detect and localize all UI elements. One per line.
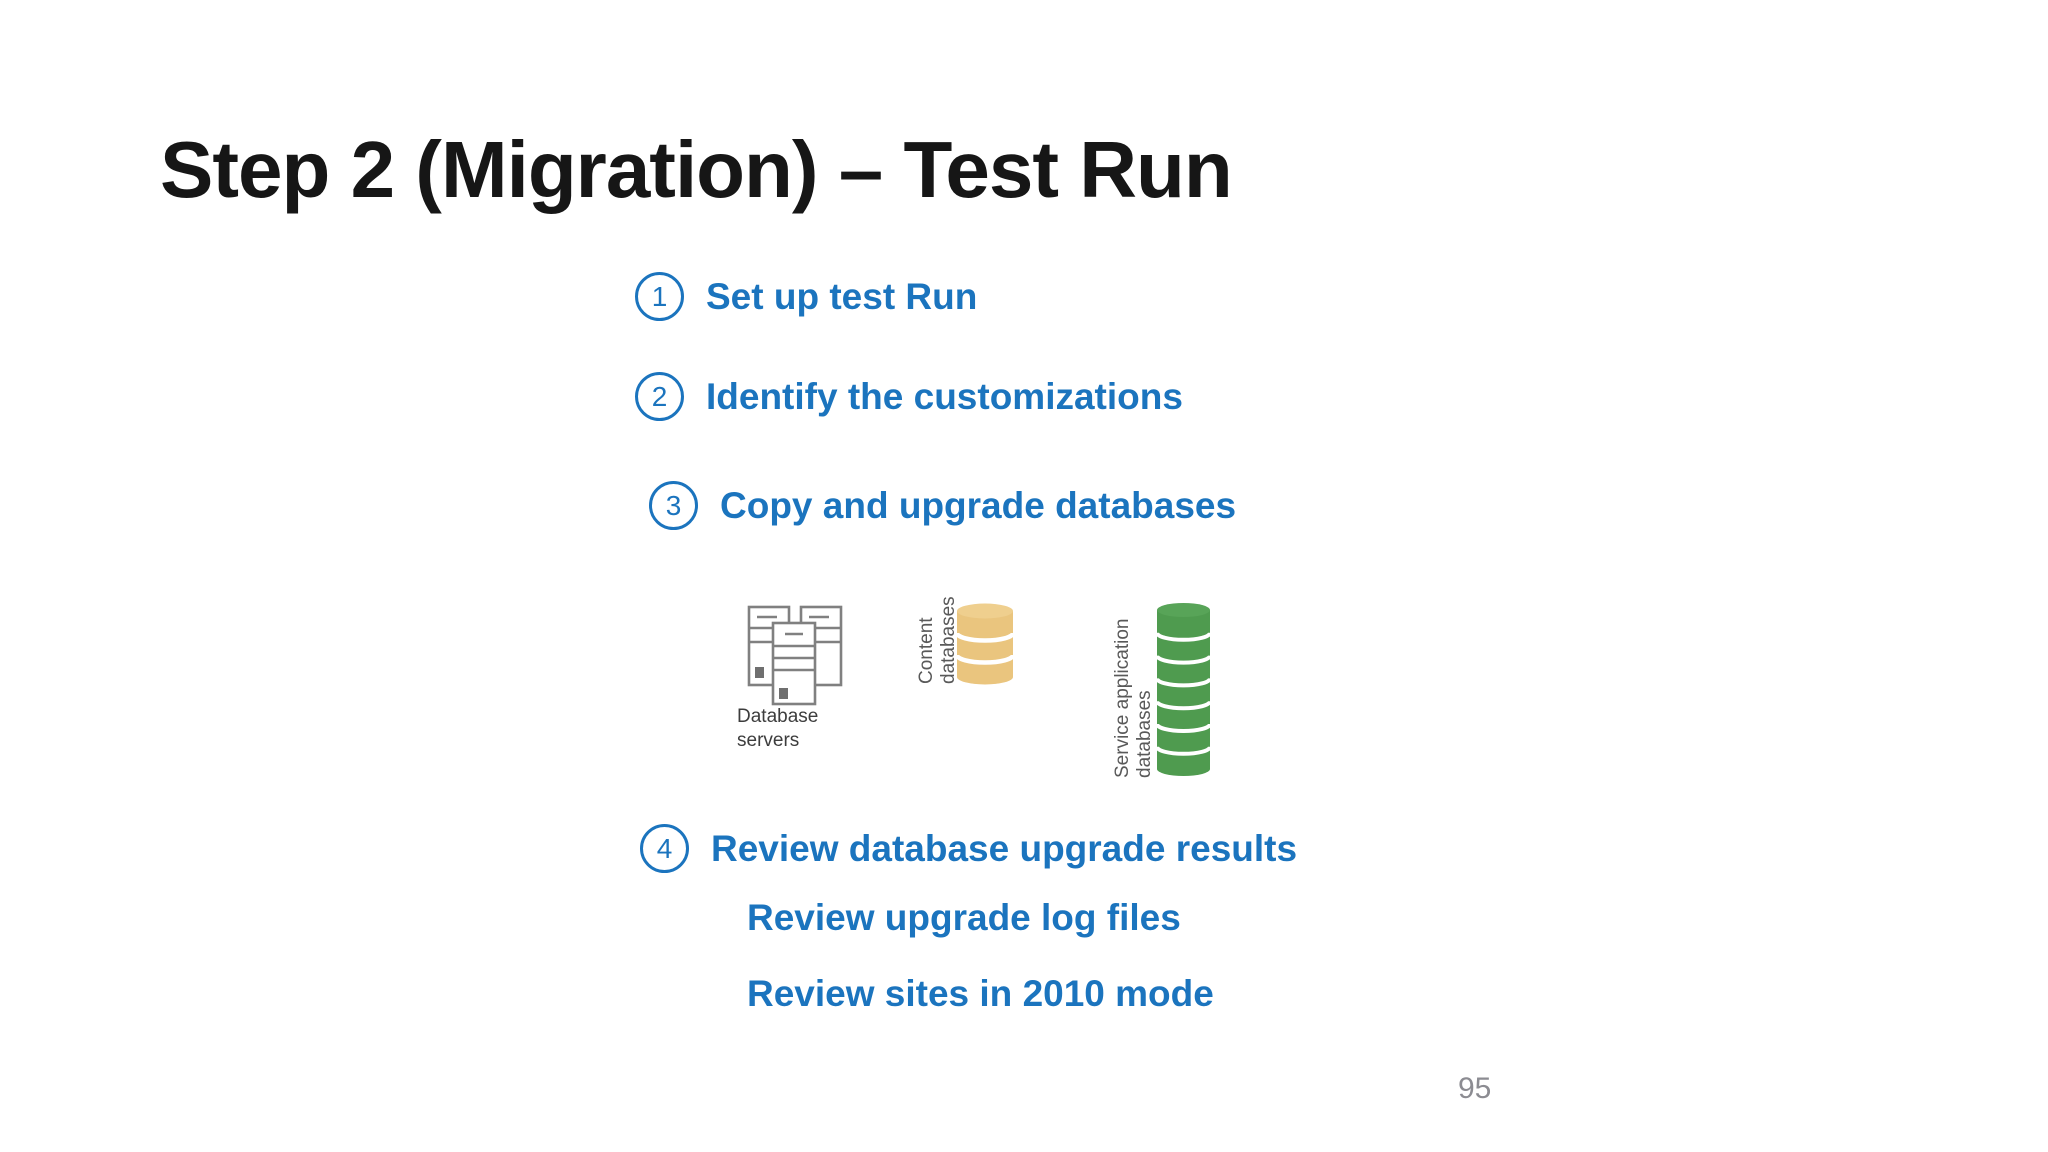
sub-step-2-label: Review sites in 2010 mode (747, 973, 1214, 1014)
sub-step-1-label: Review upgrade log files (747, 897, 1181, 938)
step-4-label: Review database upgrade results (711, 827, 1298, 869)
step-1-label: Set up test Run (706, 275, 978, 317)
service-application-databases-label-line2: databases (1134, 690, 1155, 778)
step-item-2: 2 Identify the customizations (635, 372, 1183, 421)
step-3-circle-icon: 3 (649, 481, 698, 530)
step-1-circle-icon: 1 (635, 272, 684, 321)
database-servers-label-line1: Database (737, 706, 819, 727)
page-number: 95 (1458, 1072, 1492, 1105)
step-1-number: 1 (651, 280, 668, 312)
content-databases-label: Content databases (916, 596, 960, 684)
step-2-number: 2 (651, 380, 668, 412)
step-item-3: 3 Copy and upgrade databases (649, 481, 1236, 530)
service-application-databases-icon (1157, 603, 1210, 776)
step-2-circle-icon: 2 (635, 372, 684, 421)
content-databases-label-line1: Content (916, 617, 937, 684)
step-3-label: Copy and upgrade databases (720, 484, 1237, 526)
step-item-4: 4 Review database upgrade results (640, 824, 1297, 873)
database-servers-label: Database servers (737, 705, 818, 753)
service-application-databases-label: Service application databases (1112, 619, 1156, 778)
step-4-number: 4 (656, 832, 673, 864)
content-databases-icon (957, 603, 1013, 685)
step-3-number: 3 (665, 489, 682, 521)
slide-title: Step 2 (Migration) – Test Run (160, 125, 1233, 214)
step-4-circle-icon: 4 (640, 824, 689, 873)
database-servers-label-line2: servers (737, 730, 800, 751)
service-application-databases-label-line1: Service application (1112, 618, 1133, 778)
step-item-1: 1 Set up test Run (635, 272, 977, 321)
database-servers-icon (747, 605, 843, 706)
step-2-label: Identify the customizations (706, 375, 1183, 417)
